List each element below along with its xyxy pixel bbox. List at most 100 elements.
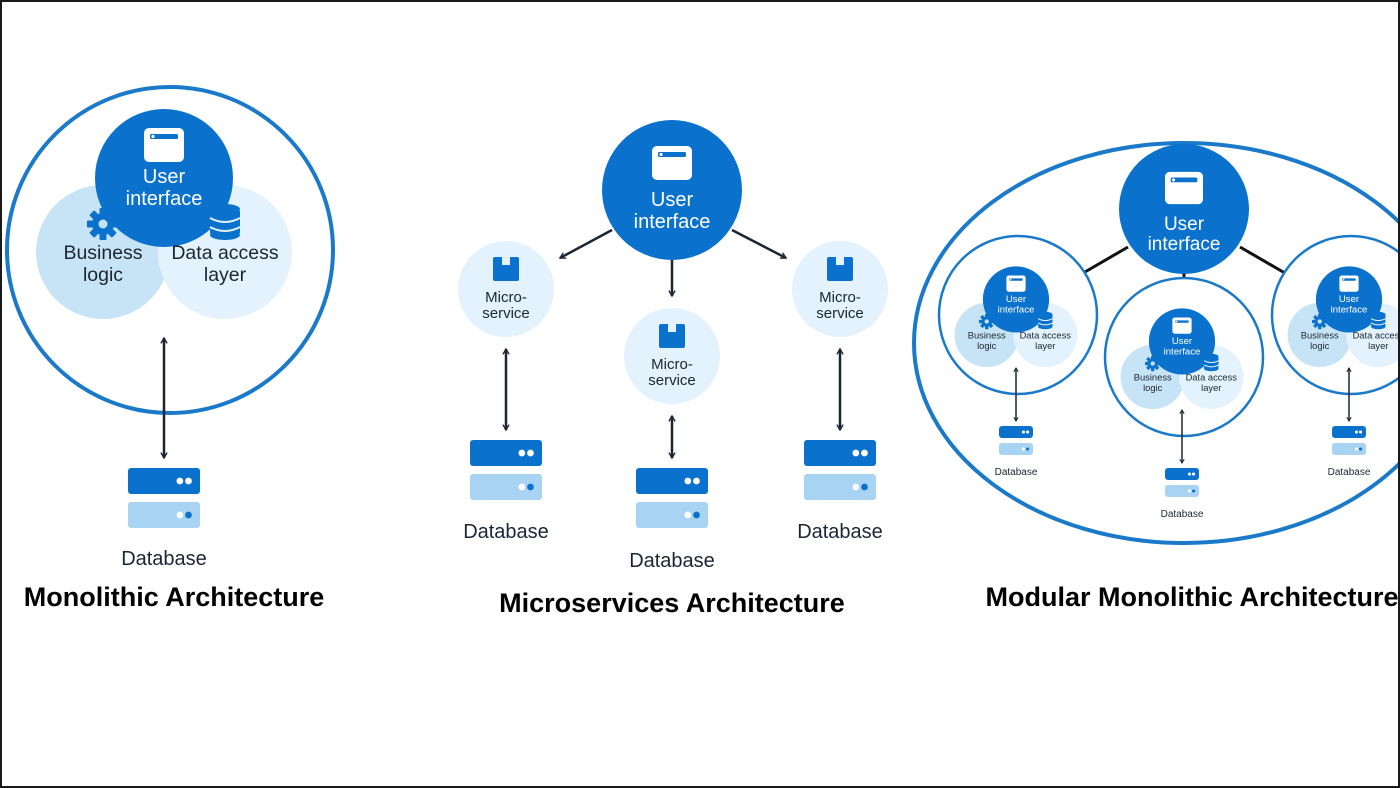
gear-hole [1317,319,1322,324]
database-label: Database [995,467,1038,478]
server-led [1359,430,1363,434]
server-led [1021,447,1026,451]
server-top-unit [1165,468,1199,480]
database-stack-icon [209,204,241,240]
server-icon [470,440,542,500]
browser-window-dot [1172,178,1176,182]
box-tape [668,324,676,332]
database-stack-icon [1370,311,1386,330]
server-top-unit [1332,426,1366,438]
server-led [1026,430,1030,434]
server-led [518,449,526,457]
user-interface-label: User [143,166,186,188]
server-led [1021,430,1026,434]
modular-boundary [912,141,1398,545]
box-icon [827,257,853,281]
server-led [1026,447,1030,451]
user-interface-label: User [1164,214,1205,235]
user-interface-label: interface [1164,346,1201,357]
data-access-label: layer [204,264,247,286]
browser-window-icon [144,128,184,162]
server-led [1192,472,1196,476]
server-icon [128,468,200,528]
server-led [176,511,184,519]
server-led [861,449,868,457]
database-stack-band [1370,322,1386,326]
microservice-circle [458,241,554,337]
server-led [176,477,184,485]
data-access-label: Data access [171,242,279,264]
database-stack-top [210,204,240,214]
server-bottom-unit [804,474,876,500]
browser-window-dot [1175,320,1178,323]
browser-window-icon [1172,317,1192,334]
database-stack-top [1038,311,1053,317]
server-led [518,483,526,491]
section-title: Monolithic Architecture [24,582,325,612]
browser-window-frame [1006,275,1026,292]
server-led [1192,489,1196,493]
database-label: Database [463,521,549,543]
server-led [684,511,692,519]
database-label: Database [1328,467,1371,478]
browser-window-frame [1172,317,1192,334]
server-icon [999,426,1033,455]
box-tape [502,257,510,265]
gear-icon [87,208,119,240]
microservice-label: Micro- [819,289,861,306]
browser-window-frame [144,128,184,162]
user-interface-circle [1119,144,1249,274]
user-interface-label: interface [998,304,1035,315]
monolith-boundary [5,85,335,415]
microservice-label: Micro- [651,356,693,373]
microservice-label: service [648,372,696,389]
server-top-unit [128,468,200,494]
database-label: Database [629,550,715,572]
user-interface-circle [1148,308,1216,375]
database-stack-band [209,217,241,223]
data-access-label: Data access [1353,330,1398,340]
server-bottom-unit [636,502,708,528]
browser-window-frame [1339,275,1359,292]
database-stack-band [1203,364,1219,368]
database-stack-band [1037,318,1053,322]
database-stack-bottom [1371,324,1386,330]
user-interface-label: User [1339,294,1360,305]
browser-window-bar [1170,177,1198,183]
user-interface-label: interface [1148,234,1221,255]
data-access-label: Data access [1186,372,1238,382]
browser-window-icon [1006,275,1026,292]
database-stack-icon [1037,311,1053,330]
user-interface-label: User [1006,294,1027,305]
gear-hole [98,219,108,229]
server-top-unit [470,440,542,466]
browser-window-frame [652,146,692,180]
browser-window-icon [1165,171,1203,205]
server-bottom-unit [999,443,1033,455]
gear-hole [984,319,989,324]
box-body [493,257,519,281]
server-bottom-unit [1332,443,1366,455]
server-bottom-unit [128,502,200,528]
user-interface-label: interface [634,211,711,233]
browser-window-dot [151,134,155,139]
server-top-unit [636,468,708,494]
box-icon [659,324,685,348]
database-stack-band [209,226,241,232]
business-logic-label: Business [1301,330,1339,340]
database-stack-top [1371,311,1386,317]
ui-to-service-arrow [731,228,786,260]
box-icon [493,257,519,281]
browser-window-bar [150,134,178,139]
database-stack-band [1203,360,1219,364]
box-body [827,257,853,281]
user-interface-label: interface [126,188,203,210]
section-title: Microservices Architecture [499,588,845,618]
server-icon [1165,468,1199,497]
